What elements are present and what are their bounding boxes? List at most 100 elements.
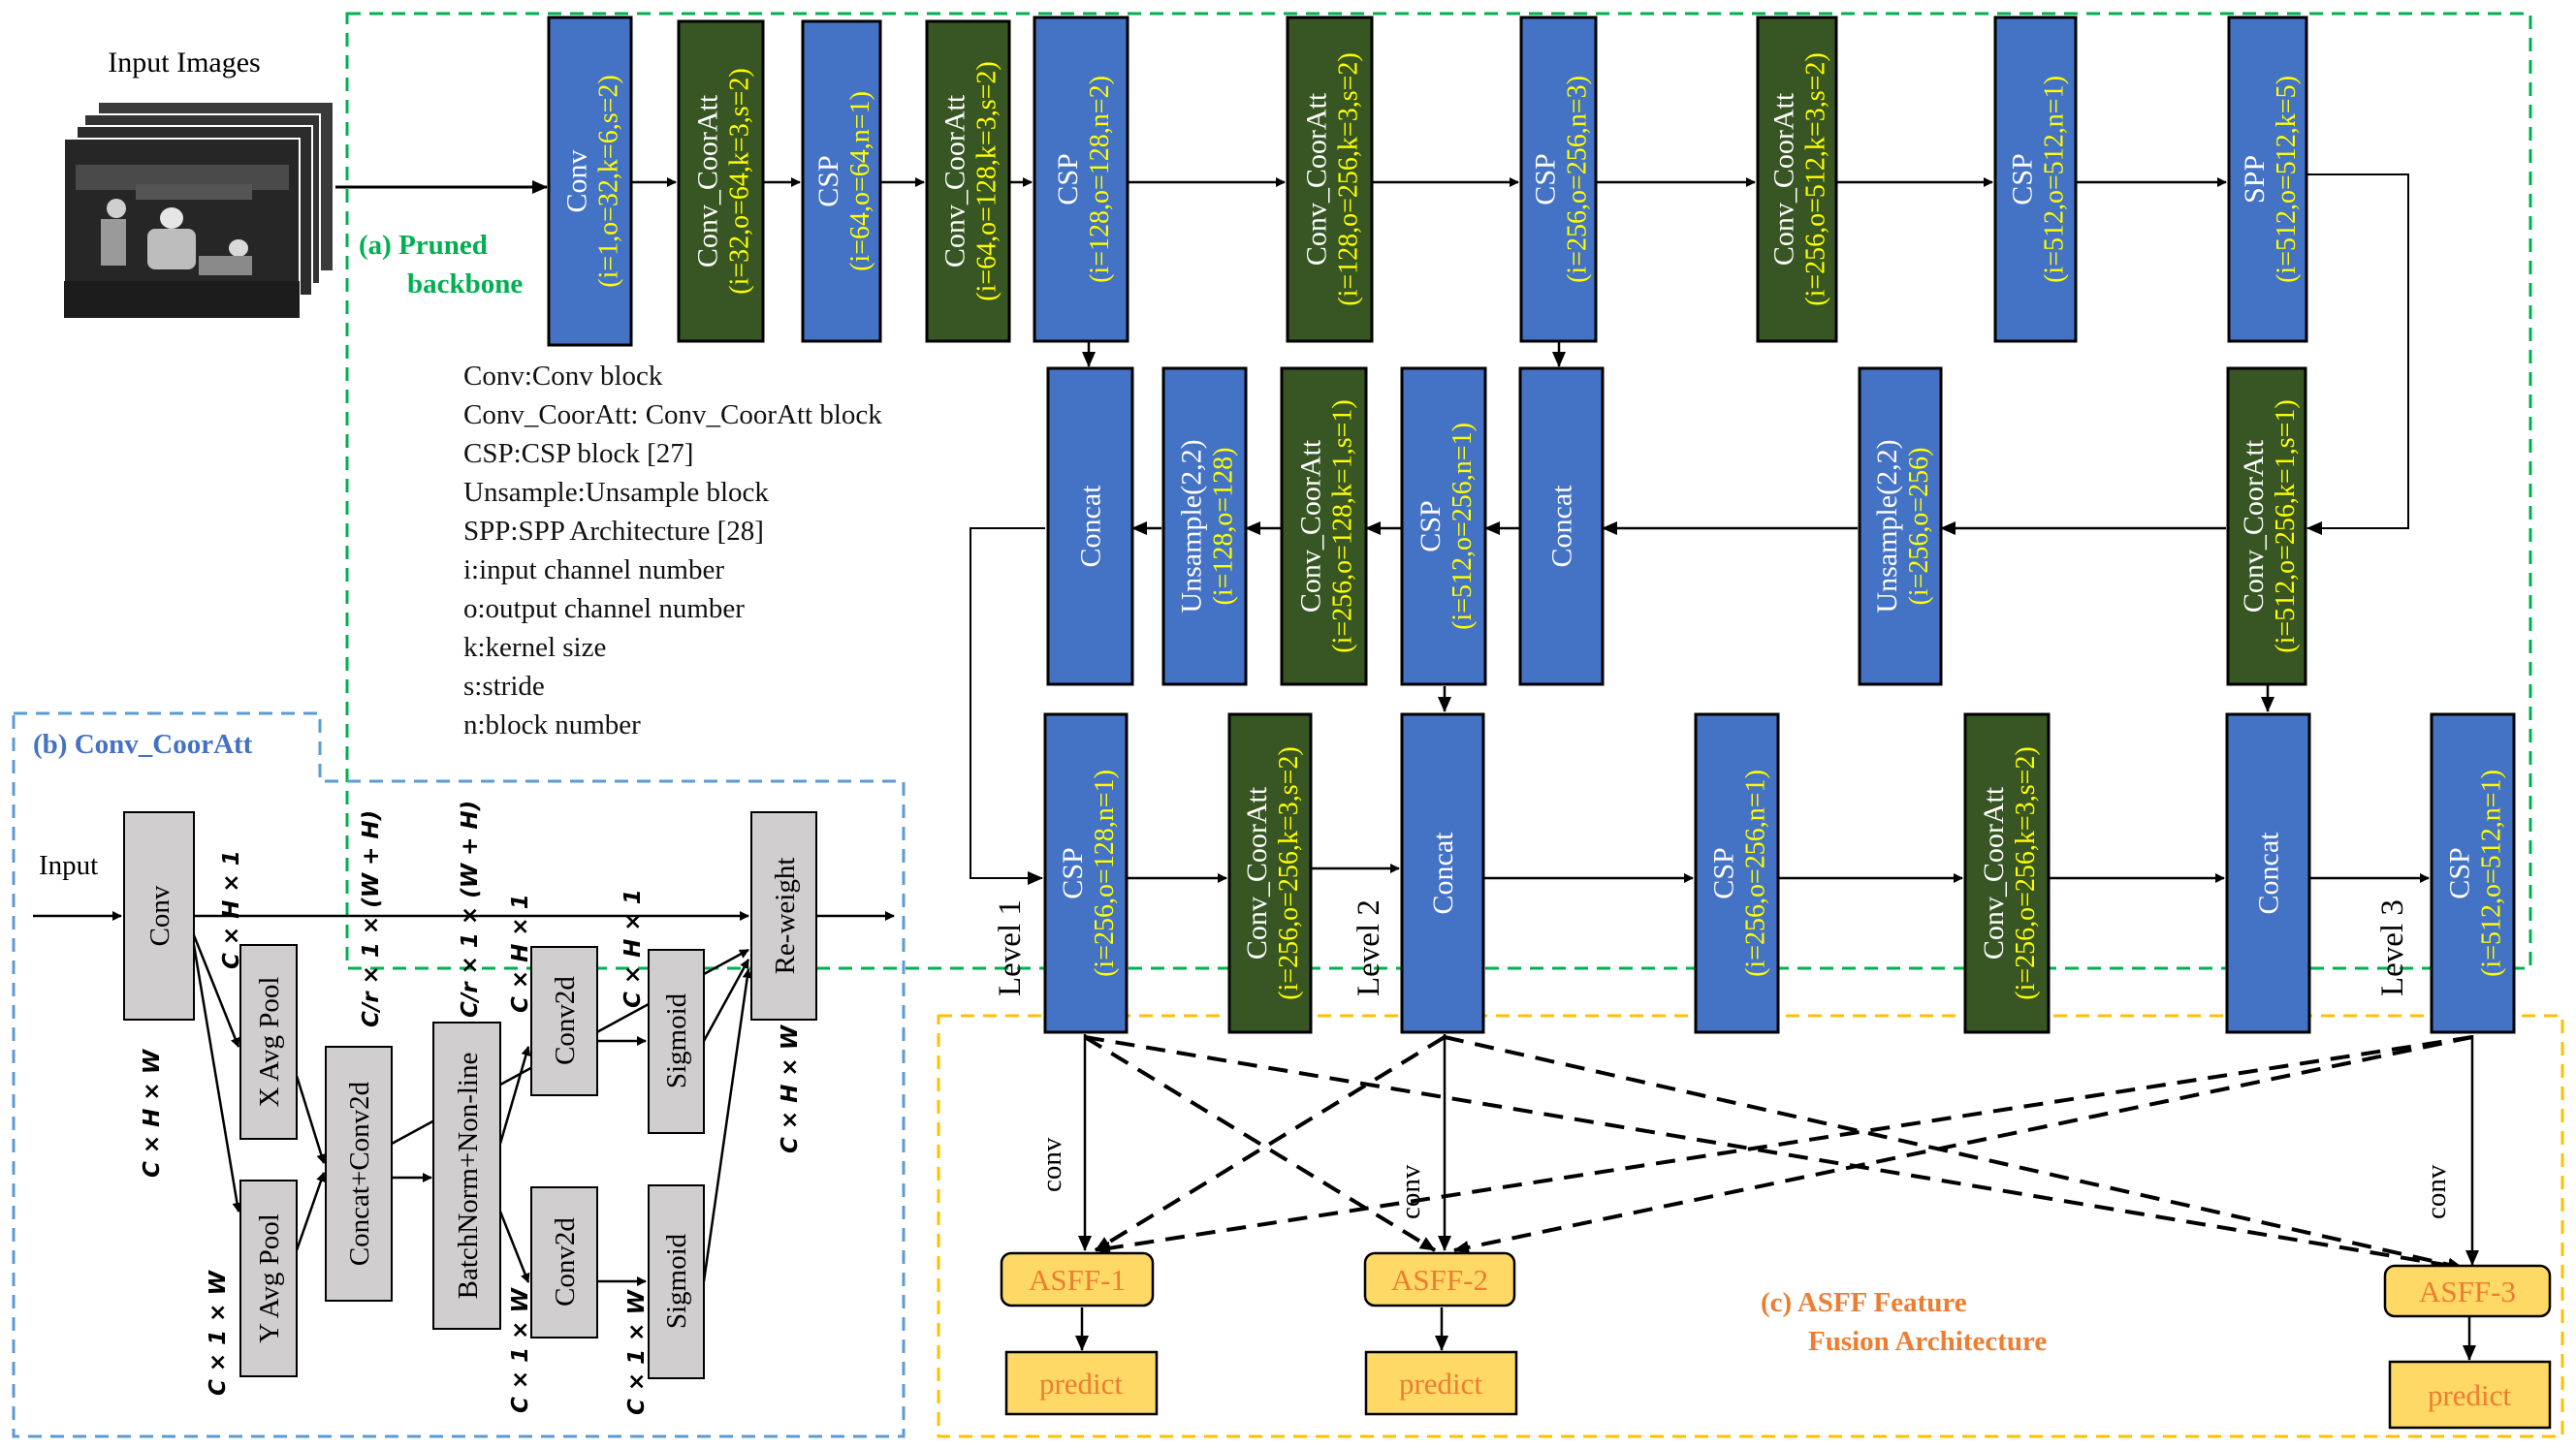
neck-row-block-2: Unsample(2,2)(i=128,o=128) xyxy=(1161,366,1248,686)
coor-y-pool-label: Y Avg Pool xyxy=(254,1213,285,1343)
head-blocks: CSP(i=256,o=128,n=1)Conv_CoorAtt(i=256,o… xyxy=(1043,712,2516,1034)
dim-ch1-top: C × H × 1 xyxy=(219,850,244,969)
legend-item: Conv:Conv block xyxy=(463,361,663,392)
block-params: (i=128,o=128) xyxy=(1209,447,1239,605)
block-params: (i=512,o=256,k=1,s=1) xyxy=(2271,399,2301,653)
legend-item: o:output channel number xyxy=(463,593,745,624)
head-row-block-7: CSP(i=512,o=512,n=1) xyxy=(2430,712,2516,1034)
dim-c1w-mid: C × 1 × W xyxy=(508,1287,533,1413)
input-images-stack xyxy=(63,101,334,319)
block-name: Conv_CoorAtt xyxy=(1978,786,2010,960)
level-3-label: Level 3 xyxy=(2375,899,2410,996)
block-params: (i=128,o=256,k=3,s=2) xyxy=(1334,52,1364,306)
level-1-label: Level 1 xyxy=(993,899,1028,996)
dim-ch1-sig: C × H × 1 xyxy=(620,889,646,1008)
coor-x-pool-label: X Avg Pool xyxy=(254,977,285,1108)
legend-item: SPP:SPP Architecture [28] xyxy=(463,516,764,547)
legend-item: s:stride xyxy=(463,671,545,702)
dim-c1w-bottom: C × 1 × W xyxy=(206,1270,231,1396)
block-name: CSP xyxy=(1708,847,1740,898)
block-params: (i=32,o=64,k=3,s=2) xyxy=(725,68,755,295)
block-name: Conv_CoorAtt xyxy=(1301,92,1333,266)
neck-row-block-1: Concat xyxy=(1046,366,1134,686)
block-name: CSP xyxy=(1052,153,1084,205)
block-params: (i=512,o=512,n=1) xyxy=(2040,76,2070,283)
block-name: Conv_CoorAtt xyxy=(1295,439,1327,613)
head-row-block-1: CSP(i=256,o=128,n=1) xyxy=(1043,712,1129,1034)
coor-concat-label: Concat+Conv2d xyxy=(344,1081,375,1266)
head-row-block-5: Conv_CoorAtt(i=256,o=256,k=3,s=2) xyxy=(1963,712,2051,1034)
coor-input-label: Input xyxy=(39,850,98,881)
block-name: Conv_CoorAtt xyxy=(1768,92,1800,266)
asff-frame xyxy=(937,1014,2564,1438)
block-params: (i=256,o=256,k=3,s=2) xyxy=(2011,746,2041,1000)
backbone-frame xyxy=(345,12,2532,970)
backbone-block-8: Conv_CoorAtt(i=256,o=512,k=3,s=2) xyxy=(1756,16,1838,343)
asff-1-box: ASFF-1 xyxy=(1000,1251,1155,1307)
section-a-line2: backbone xyxy=(407,268,523,299)
coor-bn-label: BatchNorm+Non-line xyxy=(453,1053,484,1300)
block-params: (i=256,o=256,n=1) xyxy=(1741,770,1771,977)
block-name: CSP xyxy=(1530,153,1562,205)
block-name: Unsample(2,2) xyxy=(1176,439,1208,613)
asff-dashed-links xyxy=(1083,1035,2473,1273)
block-params: (i=512,o=512,n=1) xyxy=(2477,770,2507,977)
coor-reweight-label: Re-weight xyxy=(770,858,801,975)
block-params: (i=128,o=128,n=2) xyxy=(1085,76,1115,283)
coor-conv2d-bottom-label: Conv2d xyxy=(550,1217,581,1307)
block-params: (i=1,o=32,k=6,s=2) xyxy=(594,75,624,288)
block-name: Unsample(2,2) xyxy=(1871,439,1903,613)
legend-item: Conv_CoorAtt: Conv_CoorAtt block xyxy=(463,399,882,430)
dim-cr-wh: C/r × 1 × (W + H) xyxy=(359,810,384,1027)
block-name: Conv xyxy=(561,149,593,212)
section-c-line1: (c) ASFF Feature xyxy=(1761,1287,1967,1318)
block-params: (i=64,o=128,k=3,s=2) xyxy=(972,61,1002,301)
predict-3-label: predict xyxy=(2428,1378,2511,1412)
backbone-block-2: Conv_CoorAtt(i=32,o=64,k=3,s=2) xyxy=(677,19,765,343)
coor-x-pool-block: X Avg Pool xyxy=(239,944,298,1140)
block-params: (i=256,o=256,n=3) xyxy=(1563,76,1593,283)
asff-3-label: ASFF-3 xyxy=(2419,1275,2516,1308)
block-params: (i=256,o=256,k=3,s=2) xyxy=(1274,746,1304,1000)
head-row-block-6: Concat xyxy=(2225,712,2311,1034)
conv-label-2: conv xyxy=(1395,1164,1426,1219)
coor-sigmoid-top-label: Sigmoid xyxy=(661,992,692,1088)
block-name: Concat xyxy=(1075,485,1107,568)
legend-item: k:kernel size xyxy=(463,632,607,663)
head-row-block-2: Conv_CoorAtt(i=256,o=256,k=3,s=2) xyxy=(1227,712,1313,1034)
coor-conv2d-top-block: Conv2d xyxy=(530,946,598,1096)
legend-item: i:input channel number xyxy=(463,554,724,585)
connectors xyxy=(631,173,2479,1361)
block-name: Conv_CoorAtt xyxy=(2238,439,2270,613)
block-name: Conv_CoorAtt xyxy=(692,94,724,268)
dim-chw-right: C × H × W xyxy=(778,1024,803,1153)
coor-conv2d-top-label: Conv2d xyxy=(550,976,581,1065)
block-params: (i=256,o=512,k=3,s=2) xyxy=(1801,52,1831,306)
neck-row-block-5: Concat xyxy=(1518,366,1605,686)
backbone-block-7: CSP(i=256,o=256,n=3) xyxy=(1519,16,1598,343)
block-params: (i=256,o=128,k=1,s=1) xyxy=(1328,399,1358,653)
block-params: (i=512,o=256,n=1) xyxy=(1447,423,1478,630)
asff-2-box: ASFF-2 xyxy=(1363,1251,1516,1307)
asff-1-label: ASFF-1 xyxy=(1029,1263,1126,1297)
input-images-label: Input Images xyxy=(108,47,260,79)
dim-ch1-mid: C × H × 1 xyxy=(508,894,533,1013)
coor-frame xyxy=(12,711,906,1438)
block-name: Concat xyxy=(1427,832,1459,915)
block-name: Concat xyxy=(2253,832,2285,915)
block-params: (i=256,o=256) xyxy=(1904,447,1934,605)
section-c-line2: Fusion Architecture xyxy=(1808,1326,2047,1357)
predict-3-box: predict xyxy=(2388,1360,2552,1430)
legend-item: CSP:CSP block [27] xyxy=(463,438,694,469)
coor-sigmoid-bottom-label: Sigmoid xyxy=(661,1233,692,1329)
block-name: CSP xyxy=(1057,847,1089,898)
neck-row-block-4: CSP(i=512,o=256,n=1) xyxy=(1400,366,1487,686)
block-params: (i=512,o=512,k=5) xyxy=(2272,76,2302,283)
asff-2-label: ASFF-2 xyxy=(1391,1263,1488,1297)
block-params: (i=64,o=64,n=1) xyxy=(845,91,875,271)
legend-item: Unsample:Unsample block xyxy=(463,477,769,508)
section-a-line1: (a) Pruned xyxy=(359,230,488,261)
